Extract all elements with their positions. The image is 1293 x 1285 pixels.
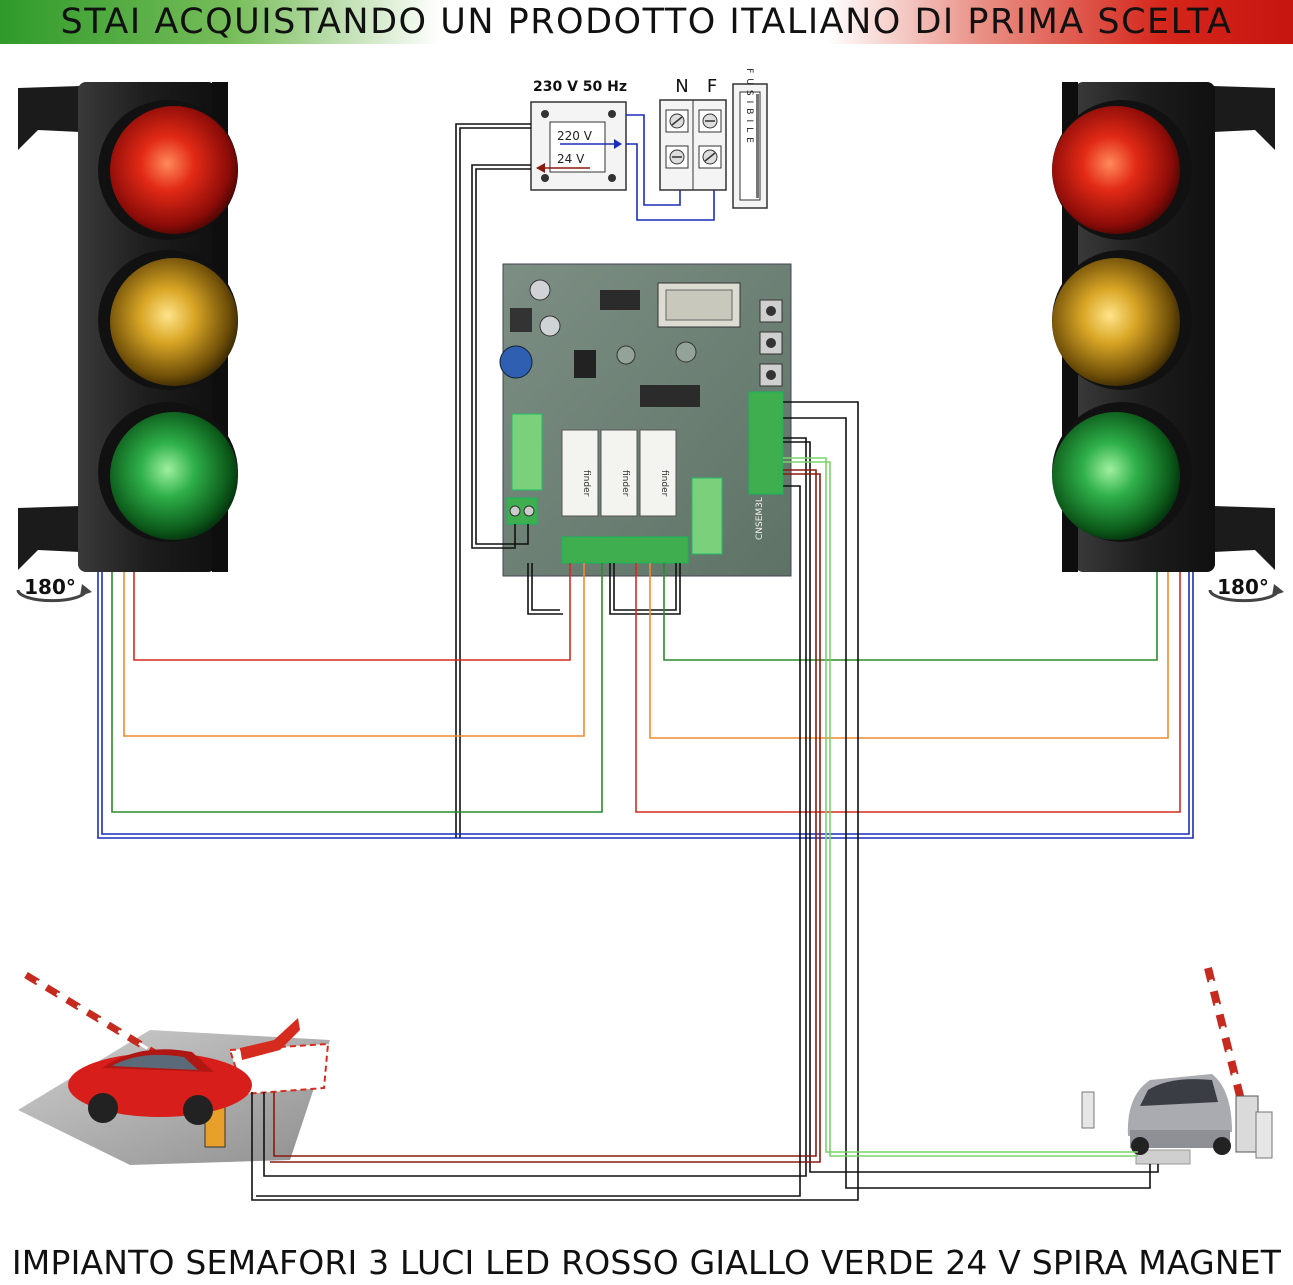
relay-3 xyxy=(639,429,677,517)
primary-voltage: 220 V xyxy=(557,129,593,143)
capacitor xyxy=(499,345,533,379)
rotation-label-right: 180° xyxy=(1217,575,1269,599)
rotation-label-left: 180° xyxy=(24,575,76,599)
entry-arrow-icon xyxy=(240,1018,300,1060)
barrier-post xyxy=(1235,1095,1259,1153)
loop-wire-black-2 xyxy=(783,417,1151,1189)
left-yellow-wire xyxy=(123,563,585,737)
italian-flag-banner xyxy=(0,0,1293,44)
yellow-lamp xyxy=(110,258,238,386)
barrier-left-scene xyxy=(18,972,330,1165)
red-lamp xyxy=(1052,106,1180,234)
barrier-right-scene xyxy=(1081,967,1273,1165)
mains-terminal-block: N F xyxy=(659,76,727,191)
neutral-label: N xyxy=(675,76,688,97)
control-board: finder finder finder CNSEM3L xyxy=(499,263,792,577)
supply-wire-black-1 xyxy=(455,123,531,838)
board-model: CNSEM3L xyxy=(755,497,765,540)
loop-wire-black-4 xyxy=(783,441,1159,1173)
relay-brand-3: finder xyxy=(659,470,669,497)
loop-wire-green-2 xyxy=(783,461,1138,1157)
green-lamp xyxy=(1052,412,1180,540)
common-blue-wire-2 xyxy=(101,572,1190,835)
photocell-post xyxy=(1081,1091,1095,1129)
transformer: 230 V 50 Hz 220 V 24 V xyxy=(530,79,627,191)
photocell-post xyxy=(1255,1111,1273,1159)
loop-wire-black-3 xyxy=(263,437,807,1177)
input-arrow-icon xyxy=(614,139,622,149)
mount-bracket xyxy=(1213,86,1275,150)
yellow-lamp xyxy=(1052,258,1180,386)
loop-wire-darkred-1 xyxy=(273,469,817,1157)
board-fuse-2 xyxy=(691,477,723,555)
left-red-wire xyxy=(133,563,571,661)
right-red-wire xyxy=(635,563,1181,813)
mount-bracket xyxy=(18,86,80,150)
pcb xyxy=(502,263,792,577)
mains-wire-phase xyxy=(626,143,715,221)
banner-title: STAI ACQUISTANDO UN PRODOTTO ITALIANO DI… xyxy=(60,2,1233,42)
supply-wire-black-3 xyxy=(471,164,531,549)
right-yellow-wire xyxy=(649,563,1169,739)
board-fuse-1 xyxy=(511,413,543,491)
common-blue-wire-1 xyxy=(97,572,1194,839)
relay-brand-2: finder xyxy=(620,470,630,497)
lamp-terminal-block xyxy=(561,536,689,564)
mount-bracket xyxy=(18,506,80,570)
relay-2 xyxy=(600,429,638,517)
fuse-holder: FUSIBILE xyxy=(732,68,768,209)
loop-wire-darkred-2 xyxy=(270,473,821,1163)
detection-loop xyxy=(1135,1149,1191,1165)
relay-1 xyxy=(561,429,599,517)
wiring xyxy=(97,114,1194,1201)
red-lamp xyxy=(110,106,238,234)
loop-wire-black-1 xyxy=(251,401,859,1201)
phase-label: F xyxy=(707,76,717,97)
loop-terminal-block xyxy=(748,391,784,495)
fuse-label: FUSIBILE xyxy=(744,68,754,148)
supply-wire-black-4 xyxy=(475,168,531,545)
boom-arm xyxy=(1204,967,1248,1113)
supply-wire-black-2 xyxy=(459,127,531,838)
traffic-light-right: 180° xyxy=(1052,82,1284,603)
footer-caption: IMPIANTO SEMAFORI 3 LUCI LED ROSSO GIALL… xyxy=(11,1243,1282,1282)
mains-voltage-label: 230 V 50 Hz xyxy=(533,79,627,95)
relay-brand-1: finder xyxy=(581,470,591,497)
mains-wire-neutral xyxy=(626,114,681,206)
loop-wire-green-1 xyxy=(783,457,1138,1153)
left-green-wire xyxy=(111,563,603,813)
green-lamp xyxy=(110,412,238,540)
mount-bracket xyxy=(1213,506,1275,570)
right-green-wire xyxy=(663,563,1158,661)
secondary-voltage: 24 V xyxy=(557,152,585,166)
output-arrow-icon xyxy=(536,163,545,173)
traffic-light-left: 180° xyxy=(16,82,238,603)
